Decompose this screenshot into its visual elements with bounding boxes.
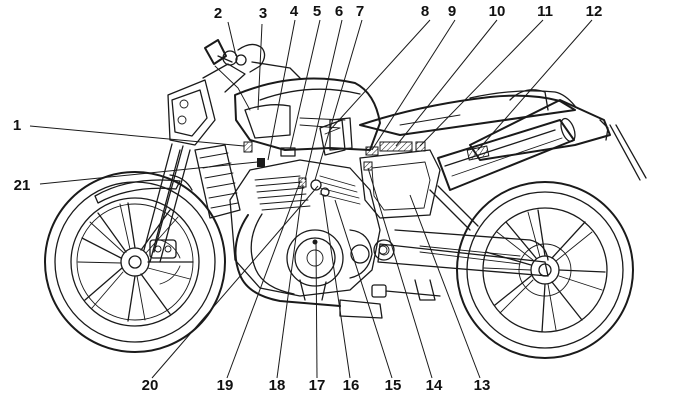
fuel-tank [234,77,381,151]
component-markers [243,119,426,197]
muffler [437,117,576,191]
callout-19: 19 [216,377,234,394]
callout-6: 6 [334,3,344,20]
callout-4: 4 [289,3,299,20]
front-fork [94,143,193,263]
callout-21: 21 [13,177,31,194]
callout-18: 18 [268,377,286,394]
engine [229,159,388,319]
callout-1: 1 [12,117,22,134]
callout-11: 11 [537,3,553,20]
headlight-assembly [167,63,246,146]
callout-20: 20 [141,377,159,394]
swingarm [373,229,549,277]
callout-9: 9 [447,3,457,20]
rear-wheel [456,181,634,359]
side-cover [329,117,441,219]
callout-5: 5 [312,3,322,20]
handlebar [204,39,301,111]
callout-13: 13 [473,377,491,394]
callout-12: 12 [585,3,603,20]
callout-15: 15 [384,377,402,394]
callout-7: 7 [355,3,365,20]
callout-8: 8 [420,3,430,20]
callout-2: 2 [213,5,223,22]
leader-lines [29,19,593,379]
callout-17: 17 [308,377,326,394]
callout-10: 10 [488,3,506,20]
callout-3: 3 [258,5,268,22]
radiator [194,144,241,219]
rear-suspension [371,185,479,301]
callout-14: 14 [425,377,443,394]
callout-16: 16 [342,377,360,394]
tail-section [466,89,647,181]
